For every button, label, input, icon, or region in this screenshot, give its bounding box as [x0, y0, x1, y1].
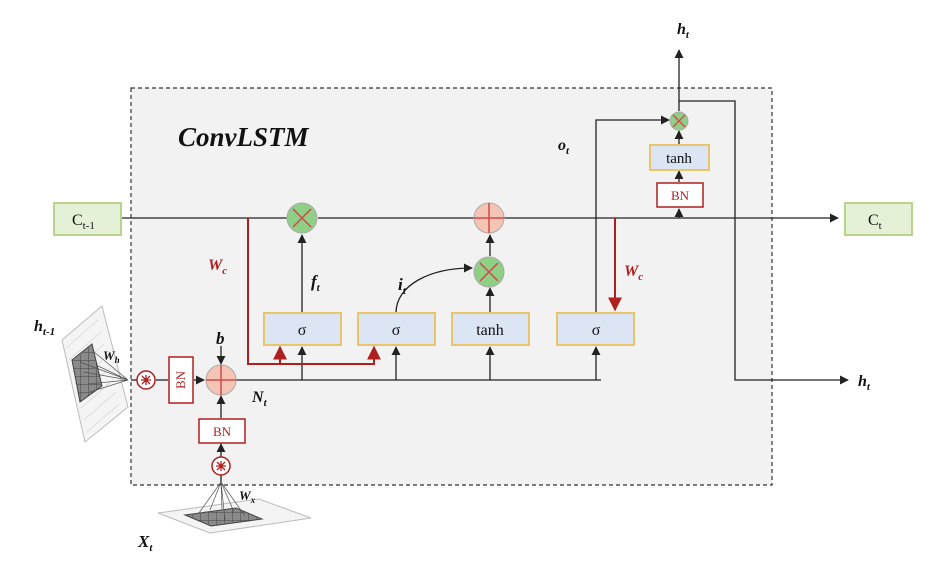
svg-text:Ct: Ct: [868, 212, 882, 232]
cell-out-main: C: [868, 212, 879, 229]
tanh-output-box: tanh: [649, 144, 710, 171]
output-multiply-icon: [669, 111, 689, 131]
svg-text:σ: σ: [298, 322, 307, 339]
svg-text:σ: σ: [592, 322, 601, 339]
cell-prev-main: C: [72, 212, 83, 229]
it-label: it: [398, 275, 407, 297]
wh-label: Wh: [103, 348, 120, 365]
svg-text:σ: σ: [392, 322, 401, 339]
forget-multiply-icon: [286, 202, 318, 234]
cell-out-sub: t: [879, 220, 882, 232]
svg-text:BN: BN: [173, 370, 188, 389]
hidden-kernel-plane: [61, 305, 129, 443]
peephole-connections: [247, 218, 622, 365]
bn-input-box: BN: [198, 418, 246, 444]
ft-label: ft: [311, 272, 321, 294]
conv-hidden-icon: [136, 370, 156, 390]
input-multiply-icon: [473, 256, 505, 288]
input-kernel-plane: [157, 481, 312, 534]
svg-text:BN: BN: [671, 188, 690, 203]
svg-text:Ct-1: Ct-1: [72, 212, 95, 232]
tanh-candidate-box: tanh: [451, 312, 530, 346]
svg-text:BN: BN: [213, 424, 232, 439]
sigma-input-box: σ: [357, 312, 436, 346]
diagram-title: ConvLSTM: [178, 122, 310, 152]
hidden-prev-label: ht-1: [34, 318, 55, 338]
svg-text:tanh: tanh: [666, 151, 692, 167]
conv-input-icon: [211, 456, 231, 476]
svg-text:tanh: tanh: [476, 322, 504, 339]
bn-hidden-box: BN: [168, 356, 194, 404]
sigma-forget-box: σ: [263, 312, 342, 346]
nt-label: Nt: [251, 389, 268, 409]
nt-add-icon: [205, 364, 237, 396]
input-label: Xt: [137, 532, 153, 554]
hidden-top-label: ht: [677, 21, 690, 41]
bn-output-box: BN: [656, 182, 704, 208]
cell-prev-box: Ct-1: [53, 202, 122, 236]
cell-add-icon: [473, 202, 505, 234]
cell-prev-sub: t-1: [83, 220, 95, 232]
bias-label: b: [216, 329, 225, 348]
ot-label: ot: [558, 137, 570, 157]
sigma-output-box: σ: [556, 312, 635, 346]
cell-out-box: Ct: [844, 202, 913, 236]
wx-label: Wx: [239, 488, 256, 505]
wc-right-label: Wc: [624, 263, 643, 283]
wc-left-label: Wc: [208, 257, 227, 277]
hidden-right-label: ht: [858, 373, 871, 393]
